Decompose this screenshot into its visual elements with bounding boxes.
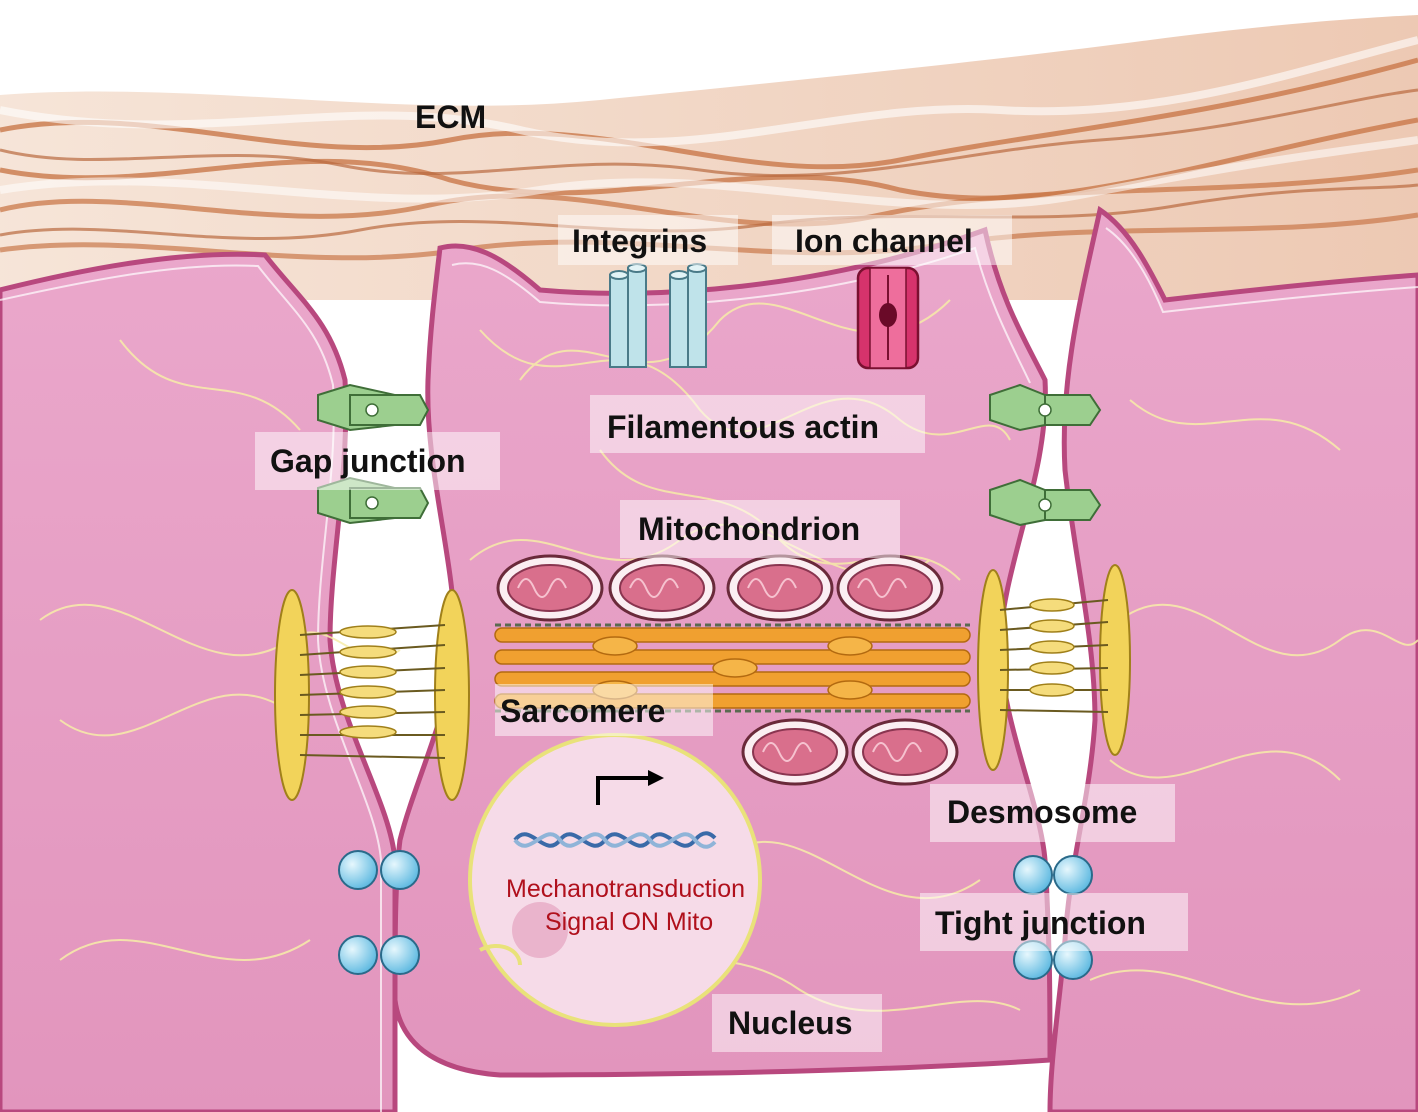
label-backdrops xyxy=(255,215,1188,1052)
label-tight-junction: Tight junction xyxy=(935,905,1146,941)
label-nucleus: Nucleus xyxy=(728,1005,852,1041)
cell-left xyxy=(0,251,398,1112)
label-sarcomere: Sarcomere xyxy=(500,693,665,729)
label-filamentous-actin: Filamentous actin xyxy=(607,409,879,445)
integrins xyxy=(609,263,707,368)
gap-junction-right xyxy=(989,383,1102,527)
mitochondrion xyxy=(608,554,716,622)
mitochondrion xyxy=(741,718,849,786)
label-desmosome: Desmosome xyxy=(947,794,1137,830)
ion-channel xyxy=(856,266,920,370)
desmosome-left xyxy=(274,589,470,801)
nucleus-text-line2: Signal ON Mito xyxy=(545,908,713,936)
label-ion-channel: Ion channel xyxy=(795,223,973,259)
mitochondrion xyxy=(836,554,944,622)
label-integrins: Integrins xyxy=(572,223,707,259)
label-gap-junction: Gap junction xyxy=(270,443,466,479)
mitochondrion xyxy=(496,554,604,622)
label-mitochondrion: Mitochondrion xyxy=(638,511,860,547)
mitochondria-group xyxy=(496,554,959,786)
label-ecm: ECM xyxy=(415,99,486,135)
nucleus-text-line1: Mechanotransduction xyxy=(506,875,745,903)
tight-junction-left xyxy=(338,850,420,975)
transcription-arrow-icon xyxy=(596,776,655,805)
dna-helix-icon xyxy=(513,831,717,849)
mitochondrion xyxy=(851,718,959,786)
desmosome-right xyxy=(977,564,1131,771)
mitochondrion xyxy=(726,554,834,622)
